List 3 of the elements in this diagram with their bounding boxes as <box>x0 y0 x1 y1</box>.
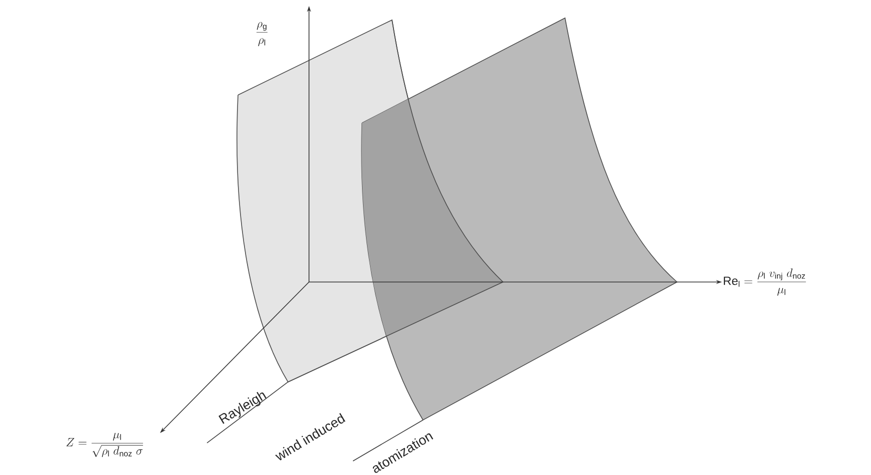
axis-label: $\mathrm{Re}_{\mathrm{l}} = \frac{\rho_{\mathrm{l}}\; v_{\mathrm{inj}}\; d_{\mathrm{noz}}}{\mu_{\mathrm{l}}}$ <box>724 268 806 296</box>
axis-label: $Z = \frac{\mu_{\mathrm{l}}}{\sqrt{\rho_{\mathrm{l}}\; d_{\mathrm{noz}}\; \sigma}}$ <box>66 432 144 458</box>
axis-label: $\frac{\rho_{\mathrm{g}}}{\rho_{\mathrm{l}}}$ <box>256 22 268 46</box>
